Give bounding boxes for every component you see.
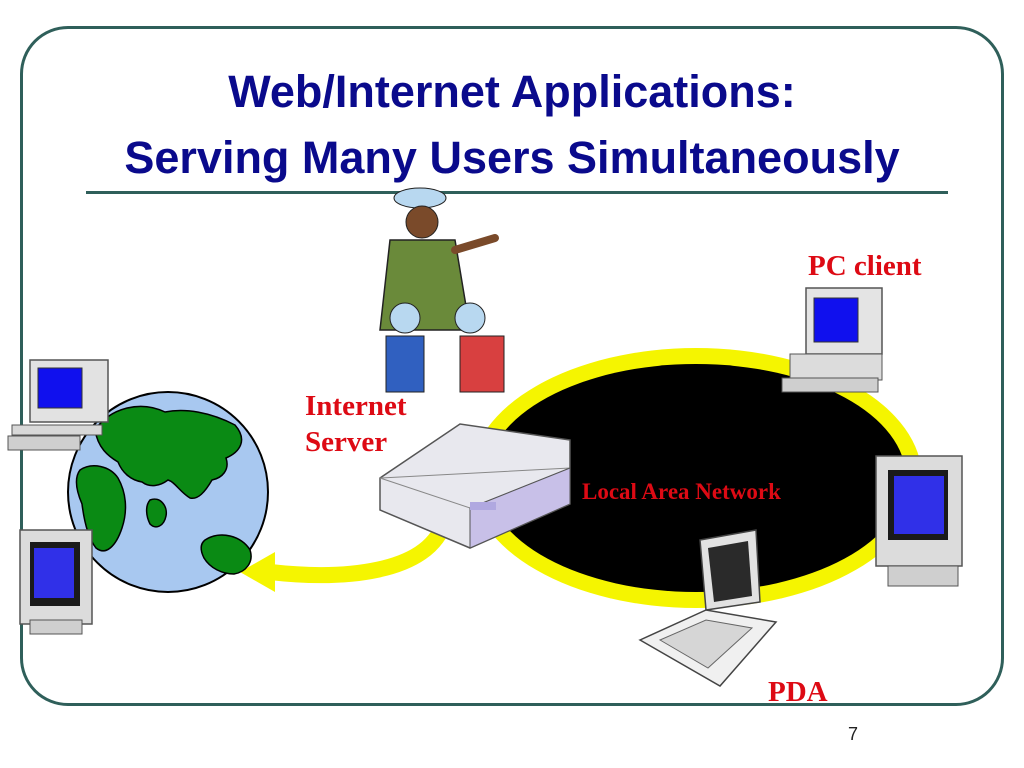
lan-network-oval [470,348,922,608]
teacher-children-clipart [379,187,505,393]
terminal-icon-right [875,455,963,587]
pc-client-icon [781,287,883,393]
slide-frame [20,26,1004,706]
slide-title-line1: Web/Internet Applications: [228,66,796,117]
pda-label: PDA [768,676,828,708]
pc-client-icon-left [7,359,109,451]
lan-label: Local Area Network [582,479,781,504]
title-underline [86,191,948,194]
connection-arrow [240,512,453,592]
globe-icon [67,391,269,593]
page-number: 7 [848,724,859,744]
server-icon [379,423,571,549]
pda-laptop-icon [638,529,778,687]
pc-client-label: PC client [808,250,922,282]
terminal-icon-left [19,529,93,635]
internet-server-label: Internet Server [305,390,407,458]
slide-title-line2: Serving Many Users Simultaneously [124,132,900,183]
